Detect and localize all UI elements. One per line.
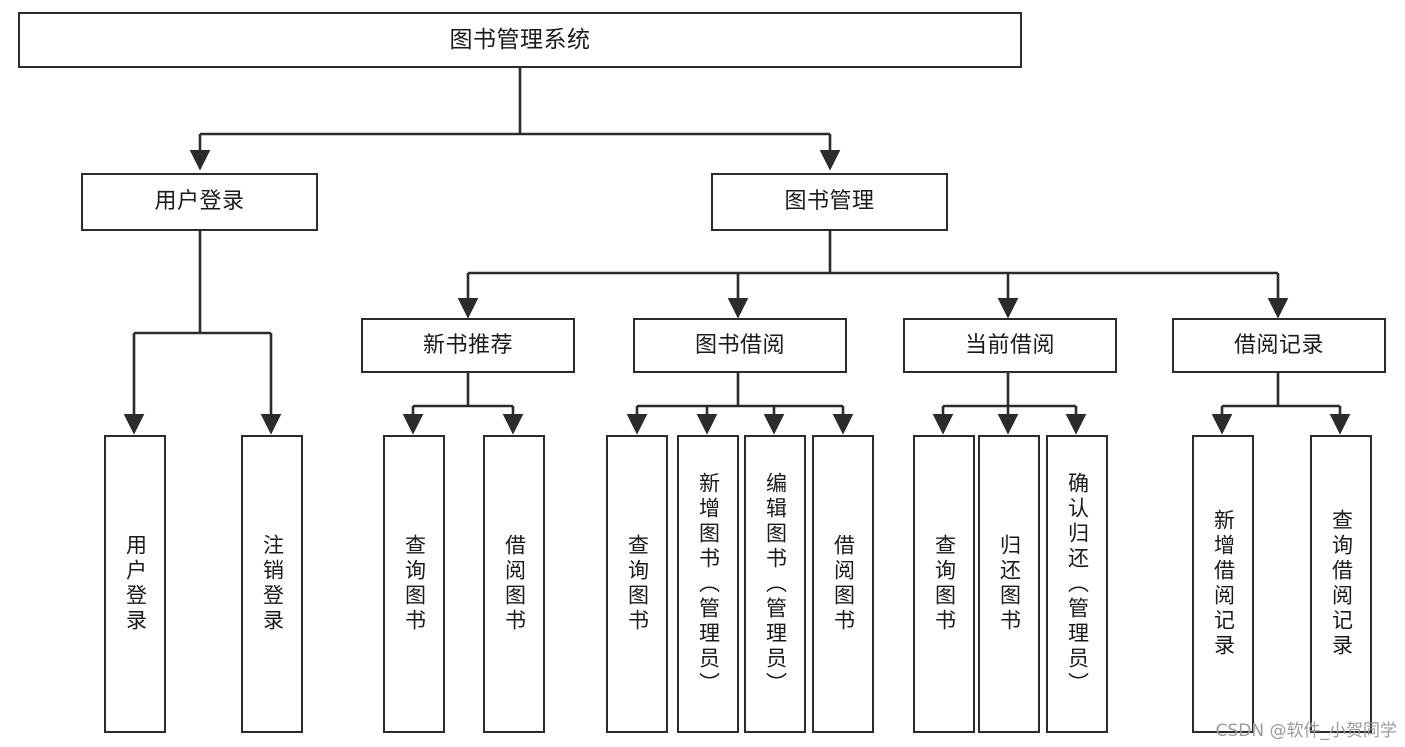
node-leaf-borrow-book[interactable]: 借阅图书 bbox=[812, 435, 874, 733]
node-book-borrow[interactable]: 图书借阅 bbox=[633, 318, 847, 373]
node-leaf-return-book[interactable]: 归还图书 bbox=[978, 435, 1040, 733]
node-leaf-borrow-book-label: 借阅图书 bbox=[831, 534, 856, 634]
node-leaf-edit-book-admin-label: 编辑图书（管理员） bbox=[763, 471, 788, 697]
csdn-watermark: CSDN @软件_小贺同学 bbox=[1215, 721, 1397, 741]
node-borrow-record-label: 借阅记录 bbox=[1233, 332, 1324, 358]
node-book-management[interactable]: 图书管理 bbox=[711, 173, 948, 231]
node-leaf-user-login[interactable]: 用户登录 bbox=[104, 435, 166, 733]
node-user-login-label: 用户登录 bbox=[154, 189, 245, 215]
node-new-book-recommend-label: 新书推荐 bbox=[422, 332, 513, 358]
node-leaf-add-book-admin-label: 新增图书（管理员） bbox=[696, 471, 721, 697]
node-leaf-borrow-book-recommend[interactable]: 借阅图书 bbox=[483, 435, 545, 733]
node-leaf-add-borrow-record[interactable]: 新增借阅记录 bbox=[1192, 435, 1254, 733]
node-current-borrow[interactable]: 当前借阅 bbox=[903, 318, 1117, 373]
node-book-borrow-label: 图书借阅 bbox=[694, 332, 785, 358]
node-leaf-borrow-book-recommend-label: 借阅图书 bbox=[502, 534, 527, 634]
node-leaf-query-book-current-label: 查询图书 bbox=[932, 534, 957, 634]
node-user-login[interactable]: 用户登录 bbox=[81, 173, 318, 231]
node-leaf-logout-label: 注销登录 bbox=[260, 534, 285, 634]
node-leaf-user-login-label: 用户登录 bbox=[123, 534, 148, 634]
node-leaf-confirm-return-admin[interactable]: 确认归还（管理员） bbox=[1046, 435, 1108, 733]
node-borrow-record[interactable]: 借阅记录 bbox=[1172, 318, 1386, 373]
node-leaf-logout[interactable]: 注销登录 bbox=[241, 435, 303, 733]
node-leaf-return-book-label: 归还图书 bbox=[997, 534, 1022, 634]
node-root-system-label: 图书管理系统 bbox=[449, 26, 591, 53]
node-leaf-query-book-recommend-label: 查询图书 bbox=[402, 534, 427, 634]
node-leaf-confirm-return-admin-label: 确认归还（管理员） bbox=[1065, 471, 1090, 697]
node-leaf-query-book-recommend[interactable]: 查询图书 bbox=[383, 435, 445, 733]
node-book-management-label: 图书管理 bbox=[784, 189, 875, 215]
node-leaf-query-book-borrow[interactable]: 查询图书 bbox=[606, 435, 668, 733]
node-current-borrow-label: 当前借阅 bbox=[964, 332, 1055, 358]
node-leaf-add-book-admin[interactable]: 新增图书（管理员） bbox=[677, 435, 739, 733]
node-leaf-edit-book-admin[interactable]: 编辑图书（管理员） bbox=[744, 435, 806, 733]
node-root-system[interactable]: 图书管理系统 bbox=[18, 12, 1022, 68]
node-leaf-query-book-current[interactable]: 查询图书 bbox=[913, 435, 975, 733]
node-leaf-query-book-borrow-label: 查询图书 bbox=[625, 534, 650, 634]
node-leaf-add-borrow-record-label: 新增借阅记录 bbox=[1211, 509, 1236, 659]
node-leaf-query-borrow-record-label: 查询借阅记录 bbox=[1329, 509, 1354, 659]
node-leaf-query-borrow-record[interactable]: 查询借阅记录 bbox=[1310, 435, 1372, 733]
node-new-book-recommend[interactable]: 新书推荐 bbox=[361, 318, 575, 373]
